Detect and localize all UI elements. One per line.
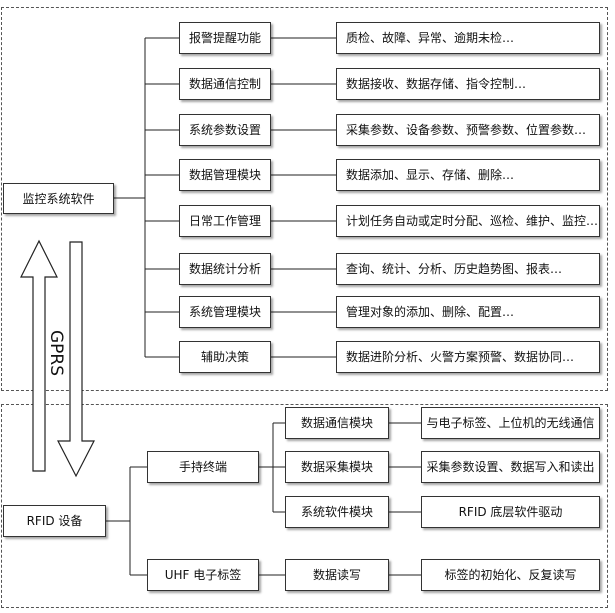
detail-data-communication-control: 数据接收、数据存储、指令控制… bbox=[336, 68, 600, 100]
uplink-arrow bbox=[20, 239, 58, 472]
detail-tag-read-write: 标签的初始化、反复读写 bbox=[421, 559, 600, 591]
module-system-parameters: 系统参数设置 bbox=[179, 114, 271, 146]
module-communication: 数据通信模块 bbox=[285, 407, 389, 439]
detail-system-parameters: 采集参数、设备参数、预警参数、位置参数… bbox=[336, 114, 600, 146]
module-system-management: 系统管理模块 bbox=[179, 296, 271, 328]
module-system-software: 系统软件模块 bbox=[285, 496, 389, 528]
monitor-software-node: 监控系统软件 bbox=[3, 183, 114, 214]
module-acquisition: 数据采集模块 bbox=[285, 451, 389, 483]
detail-daily-work-management: 计划任务自动或定时分配、巡检、维护、监控… bbox=[336, 205, 600, 237]
monitor-software-region bbox=[1, 7, 608, 391]
detail-acquisition: 采集参数设置、数据写入和读出 bbox=[421, 451, 600, 483]
module-decision-support: 辅助决策 bbox=[179, 341, 271, 373]
rfid-equipment-node: RFID 设备 bbox=[3, 505, 106, 537]
module-statistics-analysis: 数据统计分析 bbox=[179, 253, 271, 285]
gprs-label: GPRS bbox=[46, 330, 66, 377]
module-read-write: 数据读写 bbox=[285, 559, 389, 591]
detail-statistics-analysis: 查询、统计、分析、历史趋势图、报表… bbox=[336, 253, 600, 285]
detail-alarm-reminder: 质检、故障、异常、逾期未检… bbox=[336, 22, 600, 54]
detail-driver: RFID 底层软件驱动 bbox=[421, 496, 600, 528]
module-data-management: 数据管理模块 bbox=[179, 159, 271, 191]
rfid-equipment-region bbox=[1, 404, 608, 608]
detail-decision-support: 数据进阶分析、火警方案预警、数据协同… bbox=[336, 341, 600, 373]
module-daily-work-management: 日常工作管理 bbox=[179, 205, 271, 237]
module-alarm-reminder: 报警提醒功能 bbox=[179, 22, 271, 54]
downlink-arrow bbox=[57, 241, 95, 478]
detail-wireless-communication: 与电子标签、上位机的无线通信 bbox=[421, 407, 600, 439]
uhf-tag-node: UHF 电子标签 bbox=[147, 559, 259, 591]
detail-data-management: 数据添加、显示、存储、删除… bbox=[336, 159, 600, 191]
detail-system-management: 管理对象的添加、删除、配置… bbox=[336, 296, 600, 328]
module-data-communication-control: 数据通信控制 bbox=[179, 68, 271, 100]
handheld-terminal-node: 手持终端 bbox=[147, 451, 259, 483]
